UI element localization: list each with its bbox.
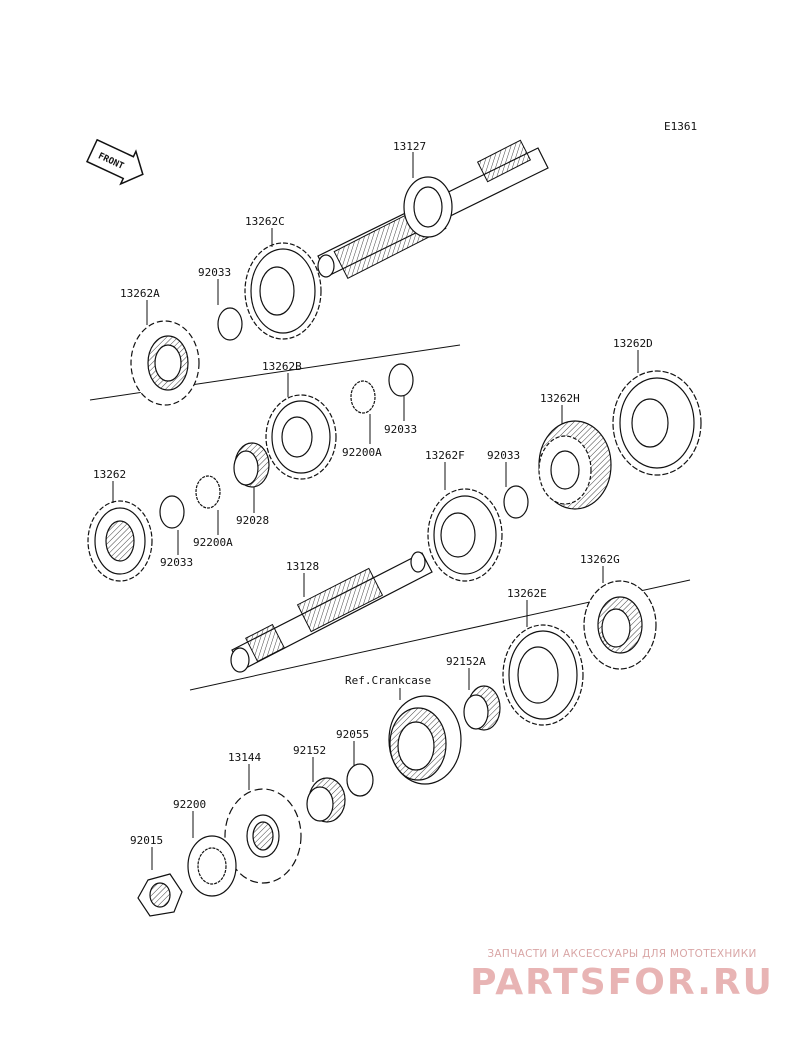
- label-13262d: 13262D: [613, 337, 653, 350]
- label-13127: 13127: [393, 140, 426, 153]
- front-arrow-icon: FRONT: [85, 138, 144, 186]
- sprocket-13144: [224, 788, 302, 884]
- label-92033-right: 92033: [487, 449, 520, 462]
- label-92200: 92200: [173, 798, 206, 811]
- gear-13262: [87, 500, 153, 582]
- bushing-92152a: [463, 685, 501, 731]
- label-92028: 92028: [236, 514, 269, 527]
- leader-lines: [112, 152, 639, 870]
- gear-13262e: [502, 624, 584, 726]
- washer-92200a-lower: [195, 475, 221, 509]
- watermark-logo: PARTSFOR.RU: [470, 962, 774, 1003]
- label-92200a-upper: 92200A: [342, 446, 382, 459]
- label-13262b: 13262B: [262, 360, 302, 373]
- label-92015: 92015: [130, 834, 163, 847]
- label-13262h: 13262H: [540, 392, 580, 405]
- label-92033-lower-left: 92033: [160, 556, 193, 569]
- diagram-code: E1361: [664, 120, 697, 133]
- label-13262a: 13262A: [120, 287, 160, 300]
- gear-13262h: [538, 420, 612, 510]
- label-92152: 92152: [293, 744, 326, 757]
- circlip-92033-right: [503, 485, 529, 519]
- gear-13262b: [265, 394, 337, 480]
- watermark-tagline: ЗАПЧАСТИ И АКСЕССУАРЫ ДЛЯ МОТОТЕХНИКИ: [487, 948, 757, 960]
- label-ref-crankcase: Ref.Crankcase: [345, 674, 431, 687]
- washer-92200a-upper: [350, 380, 376, 414]
- gear-13262f: [427, 488, 503, 582]
- label-92033-upper: 92033: [198, 266, 231, 279]
- circlip-92033-lower-left: [159, 495, 185, 529]
- circlip-92033-upper: [217, 307, 243, 341]
- watermark: ЗАПЧАСТИ И АКСЕССУАРЫ ДЛЯ МОТОТЕХНИКИ PA…: [462, 948, 782, 1003]
- washer-92200: [187, 835, 237, 897]
- o-ring-92055: [346, 763, 374, 797]
- needle-bearing-92028: [233, 442, 270, 488]
- collar-92152: [306, 777, 346, 823]
- label-92200a-lower: 92200A: [193, 536, 233, 549]
- gear-13262a: [130, 320, 200, 406]
- label-13262g: 13262G: [580, 553, 620, 566]
- gear-13262g: [583, 580, 657, 670]
- label-13262: 13262: [93, 468, 126, 481]
- label-13262e: 13262E: [507, 587, 547, 600]
- label-13144: 13144: [228, 751, 261, 764]
- label-92152a: 92152A: [446, 655, 486, 668]
- label-13262f: 13262F: [425, 449, 465, 462]
- label-13262c: 13262C: [245, 215, 285, 228]
- label-92033-middle: 92033: [384, 423, 417, 436]
- gear-13262d: [612, 370, 702, 476]
- bearing-ref-crankcase: [388, 695, 462, 785]
- gear-13262c: [244, 242, 322, 340]
- label-13128: 13128: [286, 560, 319, 573]
- circlip-92033-middle: [388, 363, 414, 397]
- nut-92015: [137, 873, 183, 917]
- output-shaft: [189, 551, 691, 691]
- label-92055: 92055: [336, 728, 369, 741]
- input-shaft: [89, 139, 549, 401]
